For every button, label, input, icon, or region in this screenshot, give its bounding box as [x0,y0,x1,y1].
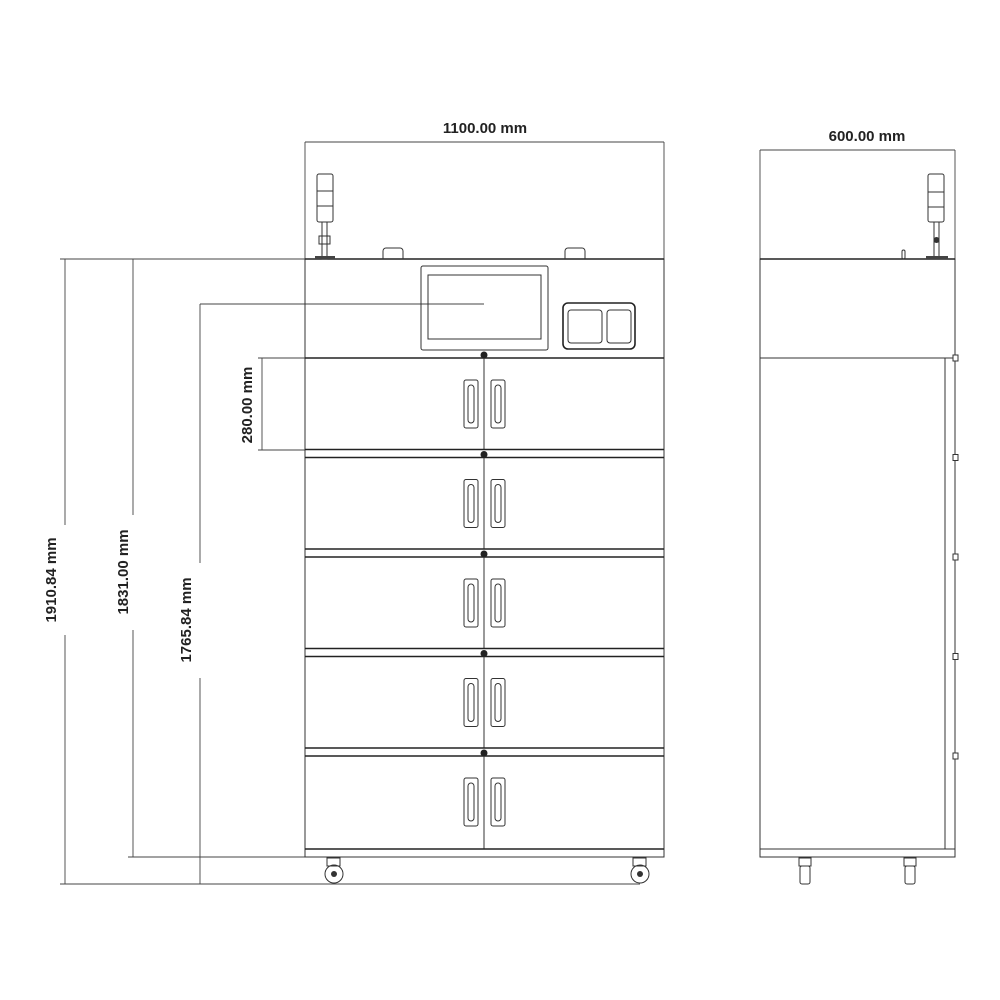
hinge-icon [952,752,959,760]
hinge-icon [952,454,959,461]
door-handle-left[interactable] [463,777,479,827]
touch-screen [420,265,549,351]
hinge-icon [952,553,959,561]
screen-height-label: 1765.84 mm [178,577,195,662]
lock-icon [480,550,488,558]
door-handle-left[interactable] [463,678,479,727]
lock-icon [480,451,488,458]
lifting-handle-icon [564,247,586,259]
drawer-height-label: 280.00 mm [239,367,256,444]
drawer[interactable] [305,448,664,550]
body-height-label: 1831.00 mm [115,529,132,614]
caster-icon [324,857,344,884]
drawer-height-dimension: 280.00 mm [239,357,305,451]
door-handle-right[interactable] [490,379,506,429]
door-handle-left[interactable] [463,578,479,628]
drawer[interactable] [305,647,664,749]
width-dimension: 1100.00 mm [304,120,665,259]
caster-icon [630,857,650,884]
side-cabinet [759,173,959,885]
drawer[interactable] [305,351,664,450]
hinge-icon [952,354,959,362]
lifting-handle-icon [382,247,404,259]
door-handle-right[interactable] [490,479,506,528]
drawer[interactable] [305,548,664,649]
door-handle-right[interactable] [490,578,506,628]
front-cabinet [304,173,665,884]
door-handle-right[interactable] [490,777,506,827]
caster-icon [903,857,917,885]
drawer[interactable] [305,747,664,849]
lock-icon [480,650,488,657]
screen-height-dimension: 1765.84 mm [178,303,484,884]
signal-light-tower-icon [315,173,335,260]
depth-dimension: 600.00 mm [759,128,956,259]
caster-icon [798,857,812,885]
width-label: 1100.00 mm [443,120,527,137]
depth-label: 600.00 mm [829,128,906,145]
signal-light-tower-icon [926,173,948,259]
total-height-dimension: 1910.84 mm [43,258,640,885]
total-height-label: 1910.84 mm [43,537,60,622]
hinge-icon [952,653,959,660]
body-height-dimension: 1831.00 mm [115,259,305,858]
lock-icon [480,749,488,757]
door-handle-left[interactable] [463,379,479,429]
door-handle-left[interactable] [463,479,479,528]
lock-icon [480,351,488,359]
control-switches [562,302,636,350]
door-handle-right[interactable] [490,678,506,727]
